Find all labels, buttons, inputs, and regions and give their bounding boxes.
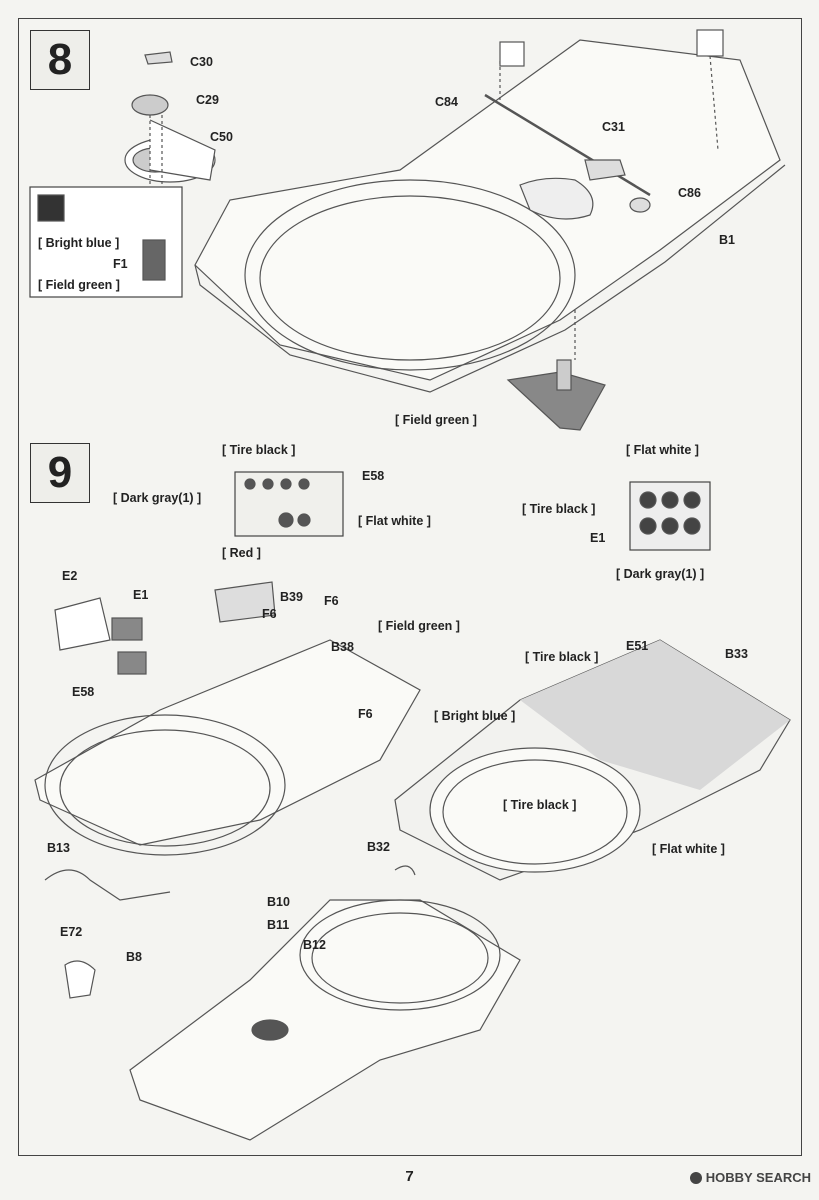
- label-b13: B13: [47, 841, 70, 855]
- label-e1-box: E1: [590, 531, 606, 545]
- label-c30: C30: [190, 55, 213, 69]
- hull-step9-bottom: [129, 899, 521, 1141]
- label-e1: E1: [133, 588, 149, 602]
- label-f1: F1: [113, 257, 128, 271]
- step-number-8: 8: [30, 30, 90, 90]
- label-dark-gray-box: [ Dark gray(1) ]: [616, 567, 705, 581]
- label-b1: B1: [719, 233, 735, 247]
- label-tire-black-r2: [ Tire black ]: [503, 798, 577, 812]
- watermark-text: HOBBY SEARCH: [705, 1170, 811, 1185]
- field-green-plate: [506, 371, 606, 431]
- turret-ring: [244, 179, 576, 371]
- label-tire-black-box: [ Tire black ]: [522, 502, 596, 516]
- page-frame: [18, 18, 802, 1156]
- label-f6-b: F6: [324, 594, 339, 608]
- watermark: HOBBY SEARCH: [689, 1170, 811, 1185]
- label-b33: B33: [725, 647, 748, 661]
- label-bright-blue-r: [ Bright blue ]: [434, 709, 516, 723]
- label-e58-panel: E58: [362, 469, 385, 483]
- watermark-logo-icon: [689, 1171, 702, 1184]
- label-b8: B8: [126, 950, 142, 964]
- label-b12: B12: [303, 938, 326, 952]
- page-number: 7: [405, 1168, 414, 1185]
- label-f6-a: F6: [262, 607, 277, 621]
- label-b38: B38: [331, 640, 354, 654]
- label-field-green: [ Field green ]: [395, 413, 477, 427]
- label-flat-white-panel: [ Flat white ]: [358, 514, 431, 528]
- label-e72: E72: [60, 925, 83, 939]
- label-c50: C50: [210, 130, 233, 144]
- label-field-green-9: [ Field green ]: [378, 619, 460, 633]
- step-number-9: 9: [30, 443, 90, 503]
- label-b32: B32: [367, 840, 390, 854]
- label-bright-blue: [ Bright blue ]: [38, 236, 120, 250]
- label-flat-white-box: [ Flat white ]: [626, 443, 699, 457]
- label-tire-black-panel: [ Tire black ]: [222, 443, 296, 457]
- label-flat-white-r: [ Flat white ]: [652, 842, 725, 856]
- label-c29: C29: [196, 93, 219, 107]
- label-red: [ Red ]: [222, 546, 261, 560]
- label-field-green-inset: [ Field green ]: [38, 278, 120, 292]
- label-b39: B39: [280, 590, 303, 604]
- label-c86: C86: [678, 186, 701, 200]
- hull-plate-b1: [194, 39, 781, 381]
- label-e2: E2: [62, 569, 78, 583]
- label-dark-gray-panel: [ Dark gray(1) ]: [113, 491, 202, 505]
- label-e51: E51: [626, 639, 649, 653]
- label-b11: B11: [267, 918, 290, 932]
- label-tire-black-r: [ Tire black ]: [525, 650, 599, 664]
- label-e58: E58: [72, 685, 95, 699]
- label-f6-c: F6: [358, 707, 373, 721]
- label-c84: C84: [435, 95, 458, 109]
- hull-step9-left: [34, 639, 421, 846]
- label-c31: C31: [602, 120, 625, 134]
- label-b10: B10: [267, 895, 290, 909]
